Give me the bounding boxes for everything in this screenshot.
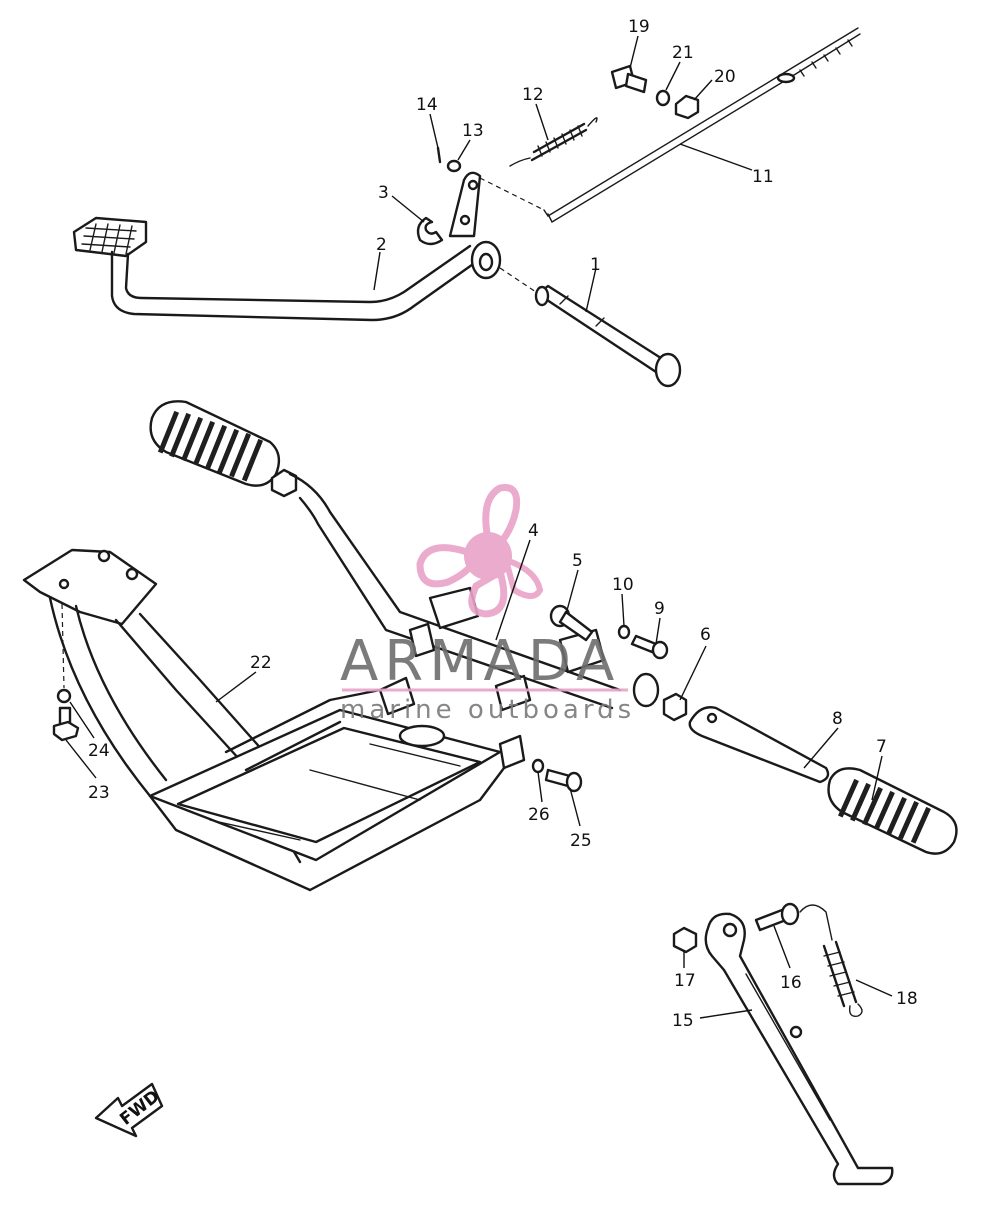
callout-4: 4 <box>528 521 539 541</box>
callout-labels: 1 2 3 4 5 6 7 8 9 10 11 12 13 14 15 16 1… <box>88 17 918 1031</box>
callout-22: 22 <box>250 653 272 673</box>
watermark-tagline: marine outboards <box>340 695 635 725</box>
callout-1: 1 <box>590 255 601 275</box>
callout-20: 20 <box>714 67 736 87</box>
bolt-5 <box>549 604 594 642</box>
callout-11: 11 <box>752 167 774 187</box>
washer-10 <box>617 624 631 640</box>
brake-pedal <box>72 171 502 322</box>
bolt-19 <box>610 64 648 94</box>
callout-23: 23 <box>88 783 110 803</box>
cotter-pin-14 <box>436 146 442 164</box>
watermark-brand: ARMADA <box>340 629 620 694</box>
stand-spring-18 <box>799 904 863 1017</box>
callout-7: 7 <box>876 737 887 757</box>
bolt-16 <box>754 902 800 932</box>
return-spring-12 <box>509 117 598 167</box>
callout-8: 8 <box>832 709 843 729</box>
e-clip <box>416 216 444 246</box>
side-stand <box>704 912 894 1186</box>
pivot-shaft <box>534 284 682 388</box>
nut-6 <box>662 692 688 722</box>
callout-19: 19 <box>628 17 650 37</box>
washer-21 <box>655 89 671 107</box>
brand-watermark: ARMADA marine outboards <box>340 483 635 725</box>
callout-18: 18 <box>896 989 918 1009</box>
bolt-23 <box>52 706 80 742</box>
bolt-25 <box>544 768 583 793</box>
callout-2: 2 <box>376 235 387 255</box>
engine-guard-frame <box>22 548 532 892</box>
callout-17: 17 <box>674 971 696 991</box>
callout-13: 13 <box>462 121 484 141</box>
callout-25: 25 <box>570 831 592 851</box>
leader-lines <box>65 35 893 1019</box>
washer-24 <box>56 688 72 704</box>
washer-26 <box>531 758 545 774</box>
propeller-logo <box>416 483 544 618</box>
brake-rod-11 <box>543 27 861 223</box>
callout-3: 3 <box>378 183 389 203</box>
callout-16: 16 <box>780 973 802 993</box>
callout-26: 26 <box>528 805 550 825</box>
bolt-9 <box>630 634 669 660</box>
callout-5: 5 <box>572 551 583 571</box>
nut-17 <box>672 926 698 954</box>
callout-12: 12 <box>522 85 544 105</box>
callout-24: 24 <box>88 741 110 761</box>
washer-13 <box>446 159 462 173</box>
footrest-bar <box>149 400 660 710</box>
callout-9: 9 <box>654 599 665 619</box>
callout-15: 15 <box>672 1011 694 1031</box>
fwd-arrow: FWD <box>94 1082 164 1138</box>
right-grip-7 <box>827 767 958 855</box>
callout-10: 10 <box>612 575 634 595</box>
callout-14: 14 <box>416 95 438 115</box>
footrest-arm-8 <box>688 706 830 784</box>
nut-20 <box>674 94 700 120</box>
callout-21: 21 <box>672 43 694 63</box>
callout-6: 6 <box>700 625 711 645</box>
